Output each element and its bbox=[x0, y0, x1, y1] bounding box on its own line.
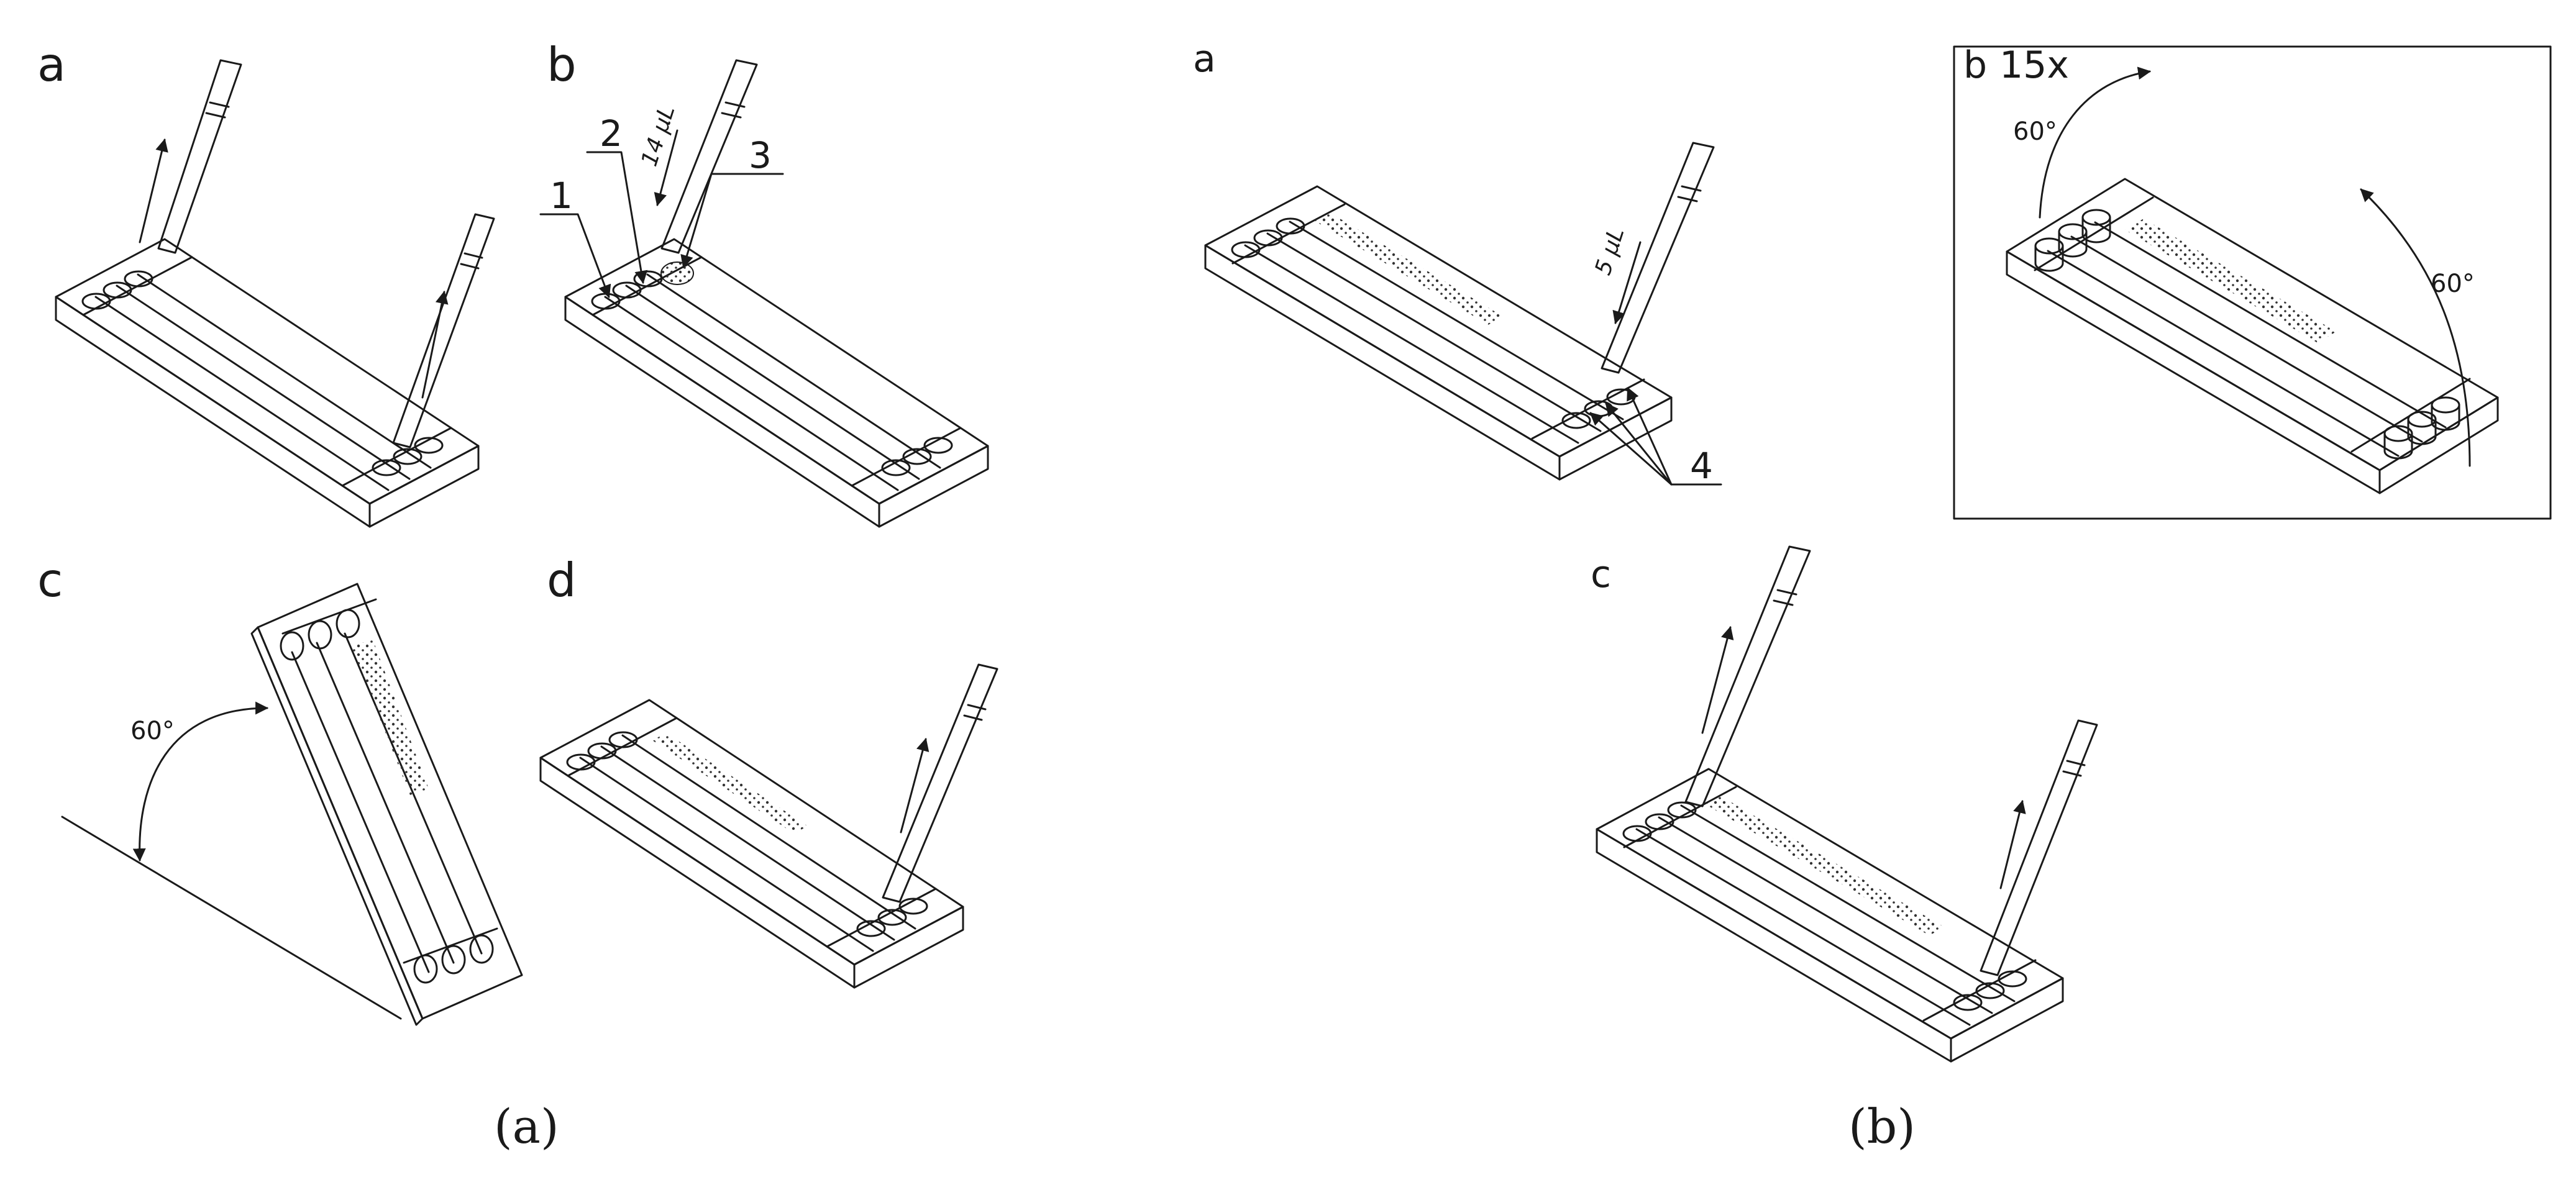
panel-b-sub-c: c bbox=[1591, 545, 2098, 1063]
volume-label: 5 μL bbox=[1591, 225, 1630, 278]
flow-arrow bbox=[1999, 799, 2026, 889]
marker-3: 3 bbox=[749, 134, 772, 176]
flow-arrow bbox=[654, 129, 678, 207]
marker-1: 1 bbox=[550, 175, 573, 217]
flow-arrow bbox=[139, 138, 168, 243]
subpanel-label: b bbox=[1963, 43, 1987, 87]
panel-caption: (b) bbox=[1848, 1099, 1916, 1154]
angle-label: 60° bbox=[2013, 117, 2057, 146]
inset-frame bbox=[1953, 45, 2552, 520]
marker-4: 4 bbox=[1690, 445, 1713, 487]
subpanel-label: a bbox=[1193, 37, 1216, 81]
angle-label: 60° bbox=[2431, 270, 2475, 298]
baseline bbox=[61, 816, 402, 1020]
flow-arrow bbox=[421, 290, 449, 399]
pipette bbox=[660, 59, 758, 254]
panel-a-sub-c: c 60° bbox=[37, 553, 523, 1026]
callout-2: 2 bbox=[586, 112, 648, 284]
marker-2: 2 bbox=[600, 112, 623, 155]
angle-arc bbox=[132, 701, 269, 862]
pipette bbox=[392, 213, 495, 448]
pipette bbox=[1980, 719, 2098, 976]
flow-arrow bbox=[1701, 625, 1734, 734]
pipette bbox=[882, 663, 998, 903]
pipette bbox=[1684, 545, 1811, 807]
tilted-slide bbox=[250, 583, 523, 1026]
microfluidic-slide bbox=[55, 238, 480, 528]
panel-b-sub-b: b 15x 60° 60° bbox=[1953, 43, 2552, 520]
panel-a-sub-b: b 14 μL 1 2 3 bbox=[539, 37, 989, 528]
rotation-arrow bbox=[2039, 66, 2152, 219]
pipette bbox=[1601, 142, 1715, 374]
magnification-label: 15x bbox=[1999, 43, 2069, 87]
microfluidic-slide bbox=[1596, 768, 2064, 1063]
panel-a-sub-a: a bbox=[37, 37, 495, 528]
subpanel-label: d bbox=[547, 553, 577, 607]
panel-a-sub-d: d bbox=[539, 553, 998, 989]
callout-1: 1 bbox=[539, 175, 611, 298]
panel-caption: (a) bbox=[494, 1099, 559, 1154]
panel-b-sub-a: a 5 μL 4 bbox=[1193, 37, 1722, 487]
callout-4: 4 bbox=[1589, 387, 1722, 487]
volume-label: 14 μL bbox=[637, 102, 680, 170]
microfluidic-slide bbox=[1204, 185, 1673, 481]
flow-arrow bbox=[900, 737, 929, 834]
pipette bbox=[157, 59, 242, 254]
angle-label: 60° bbox=[130, 717, 175, 745]
microfluidic-slide bbox=[539, 699, 964, 989]
rotation-arrow bbox=[2360, 188, 2471, 467]
microfluidic-slide bbox=[564, 238, 989, 528]
subpanel-label: b bbox=[547, 37, 577, 92]
subpanel-label: c bbox=[1591, 553, 1611, 596]
subpanel-label: a bbox=[37, 37, 66, 92]
subpanel-label: c bbox=[37, 553, 63, 607]
microfluidic-slide bbox=[2006, 178, 2499, 494]
callout-3: 3 bbox=[680, 134, 784, 269]
flow-arrow bbox=[1612, 241, 1642, 325]
